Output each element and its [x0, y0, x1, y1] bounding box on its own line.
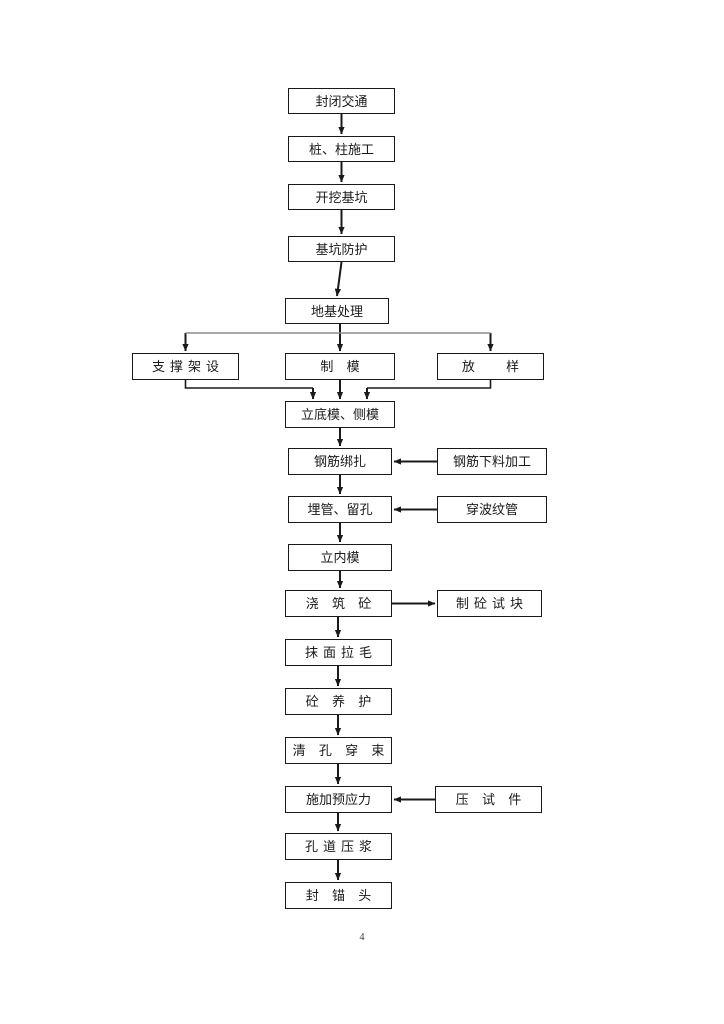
node-li-nei-mo[interactable]: 立内模 — [288, 544, 392, 571]
node-fang-yang[interactable]: 放 样 — [437, 353, 544, 380]
node-zhi-mo[interactable]: 制 模 — [285, 353, 395, 380]
page-number: 4 — [359, 932, 365, 943]
node-shi-jia-yu-ying-li[interactable]: 施加预应力 — [285, 786, 392, 813]
node-mai-guan-liu-kong[interactable]: 埋管、留孔 — [288, 496, 392, 523]
edge-n4-n5 — [334, 261, 343, 297]
node-zhuang-zhu-shi-gong[interactable]: 桩、柱施工 — [288, 136, 395, 162]
node-ya-shi-jian[interactable]: 压 试 件 — [435, 786, 542, 813]
node-di-ji-chu-li[interactable]: 地基处理 — [285, 298, 389, 324]
node-feng-bi-jiao-tong[interactable]: 封闭交通 — [288, 88, 395, 114]
node-kai-wa-ji-keng[interactable]: 开挖基坑 — [288, 184, 395, 210]
node-zhi-cheng-jia-she[interactable]: 支撑架设 — [132, 353, 239, 380]
node-li-di-mo-ce-mo[interactable]: 立底模、侧模 — [285, 401, 395, 428]
node-kong-dao-ya-jiang[interactable]: 孔道压浆 — [285, 833, 392, 860]
node-zhi-tong-shi-kuai[interactable]: 制砼试块 — [437, 590, 542, 617]
merge-elbow-left — [184, 380, 313, 389]
node-feng-mao-tou[interactable]: 封 锚 头 — [285, 882, 392, 909]
node-mo-mian-la-mao[interactable]: 抹面拉毛 — [285, 639, 392, 666]
node-chuan-bo-wen-guan[interactable]: 穿波纹管 — [437, 496, 547, 523]
merge-elbow-right — [367, 380, 492, 389]
node-jiao-zhu-tong[interactable]: 浇 筑 砼 — [285, 590, 392, 617]
node-ji-keng-fang-hu[interactable]: 基坑防护 — [288, 236, 395, 262]
node-qing-kong-chuan-shu[interactable]: 清 孔 穿 束 — [285, 737, 392, 764]
node-tong-yang-hu[interactable]: 砼 养 护 — [285, 688, 392, 715]
node-gang-jin-bang-zha[interactable]: 钢筋绑扎 — [288, 448, 392, 475]
node-gang-jin-xia-liao[interactable]: 钢筋下料加工 — [437, 448, 547, 475]
